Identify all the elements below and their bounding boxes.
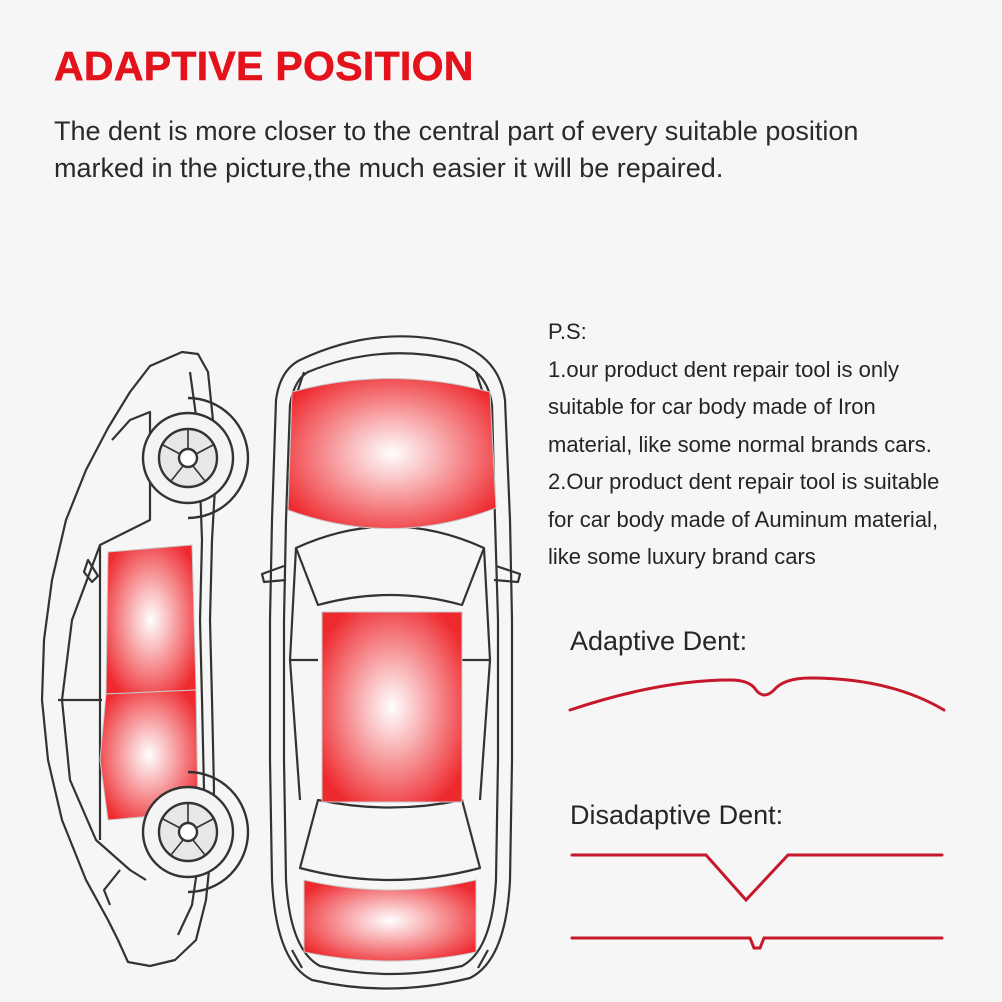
adaptive-dent-curve [568, 676, 946, 712]
side-front-door-zone [105, 544, 197, 695]
ps-heading: P.S: [548, 319, 587, 344]
side-rear-wheel [141, 770, 250, 894]
car-illustration [40, 335, 522, 990]
page-title: ADAPTIVE POSITION [54, 43, 474, 89]
top-hood-zone [287, 378, 497, 529]
car-top-view [260, 335, 522, 990]
ps-line-4: 2.Our product dent repair tool is suitab… [548, 469, 940, 494]
ps-line-2: suitable for car body made of Iron [548, 394, 876, 419]
page-description: The dent is more closer to the central p… [54, 113, 974, 187]
top-trunk-zone [303, 879, 477, 962]
description-line-1: The dent is more closer to the central p… [54, 116, 859, 146]
disadaptive-v-dent-line [570, 853, 944, 903]
ps-line-5: for car body made of Auminum material, [548, 506, 939, 532]
side-front-wheel [141, 396, 250, 520]
adaptive-dent-label: Adaptive Dent: [570, 626, 748, 656]
disadaptive-dent-curves [570, 853, 944, 950]
disadaptive-notch-dent-line [570, 936, 944, 950]
disadaptive-dent-label: Disadaptive Dent: [570, 800, 784, 830]
ps-line-3: material, like some normal brands cars. [548, 431, 932, 457]
ps-line-6: like some luxury brand cars [548, 544, 816, 569]
ps-line-1: 1.our product dent repair tool is only [548, 356, 899, 382]
top-roof-zone [321, 611, 463, 803]
ps-notes: P.S: 1.our product dent repair tool is o… [548, 313, 1002, 576]
description-line-2: marked in the picture,the much easier it… [54, 153, 724, 183]
